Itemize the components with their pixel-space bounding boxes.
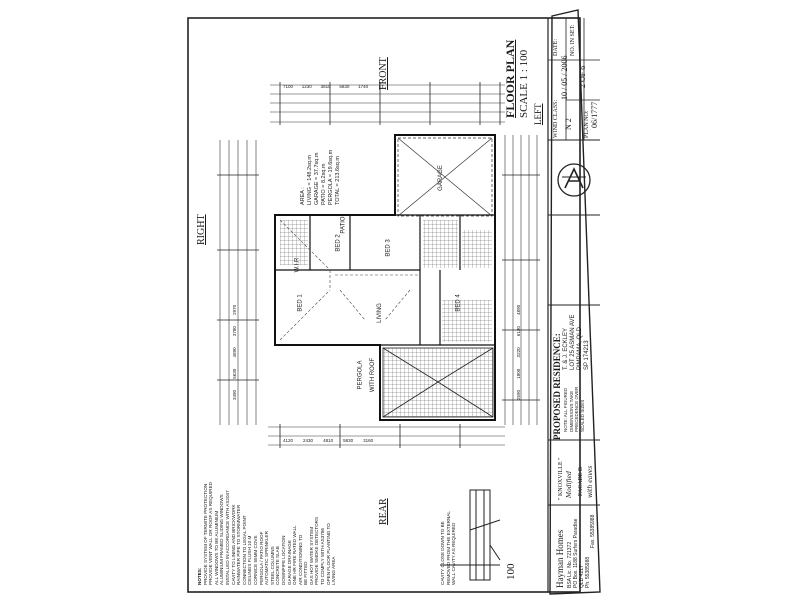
- front-title: FRONT: [378, 57, 389, 90]
- company-logo: [557, 163, 591, 197]
- sheet-value: 2 OF 6: [578, 65, 587, 88]
- right-chain-values: 3490 5630 4890 3780 2970: [232, 304, 237, 400]
- ensuite-tiles: [280, 220, 308, 265]
- date-value: 10 / 05 / 2006: [560, 55, 569, 100]
- rear-title: REAR: [378, 498, 389, 525]
- wall-detail: [440, 489, 501, 581]
- kitchen-tiles: [442, 300, 492, 342]
- note-line: LIVING AREA: [331, 556, 337, 585]
- rear-dimension-chains: [268, 426, 505, 446]
- design-name: " KNOXVILLE ": [558, 457, 564, 500]
- laundry-tiles: [462, 230, 492, 268]
- scale-label: SCALE 1 : 100: [518, 49, 530, 118]
- wind-value: N 2: [564, 118, 573, 130]
- room-pergola: PERGOLA: [357, 360, 364, 390]
- detail-dimension: 100: [505, 563, 517, 581]
- date-label: DATE:: [553, 39, 559, 56]
- left-dimension-chains: [504, 135, 538, 425]
- design-note: Modified: [566, 471, 573, 498]
- bath-tiles: [423, 220, 458, 268]
- left-chain-values: 2590 1800 3220 6130 4890: [516, 304, 521, 400]
- room-bed1: BED 1: [297, 294, 304, 312]
- pergola-roof: [382, 347, 494, 418]
- company-name: Hayman Homes: [555, 529, 565, 588]
- front-dimension-chains: [270, 84, 505, 123]
- room-bed3: BED 3: [385, 239, 392, 257]
- plan-value: 06/1777: [590, 101, 599, 128]
- wind-label: WIND CLASS:: [553, 99, 559, 138]
- room-pergola-roof: WITH ROOF: [370, 357, 377, 393]
- room-bed4: BED 4: [455, 294, 462, 312]
- front-chain-values: 7100 1230 3810 5830 1740: [283, 84, 369, 89]
- right-title: RIGHT: [196, 214, 207, 245]
- left-title: LEFT: [533, 103, 543, 126]
- right-dimension-chains: [219, 140, 257, 425]
- construction-notes: NOTES: PROVIDE SYSTEM OF TERMITE PROTECT…: [197, 405, 337, 585]
- facade: FACADE B: [578, 466, 584, 496]
- dimension-ticks: [217, 82, 540, 448]
- title-block-border: [549, 9, 601, 595]
- room-bed2: BED 2: [335, 234, 342, 252]
- project-label: PROPOSED RESIDENCE:: [552, 333, 562, 440]
- company-fax: Fax. 55385988: [590, 514, 596, 548]
- garage-roof: [397, 137, 493, 217]
- room-living: LIVING: [376, 303, 383, 323]
- room-wir: W.I.R: [294, 257, 301, 273]
- internal-walls: [275, 214, 495, 346]
- sheet-label: NO. IN SET:: [570, 24, 576, 56]
- facade-note: with eaves: [587, 465, 594, 498]
- room-garage: GARAGE: [437, 165, 444, 191]
- room-patio: PATIO: [340, 216, 347, 234]
- rear-chain-values: 4120 2430 4810 5830 3160: [283, 438, 374, 443]
- floor-plan-title: FLOOR PLAN: [503, 39, 517, 118]
